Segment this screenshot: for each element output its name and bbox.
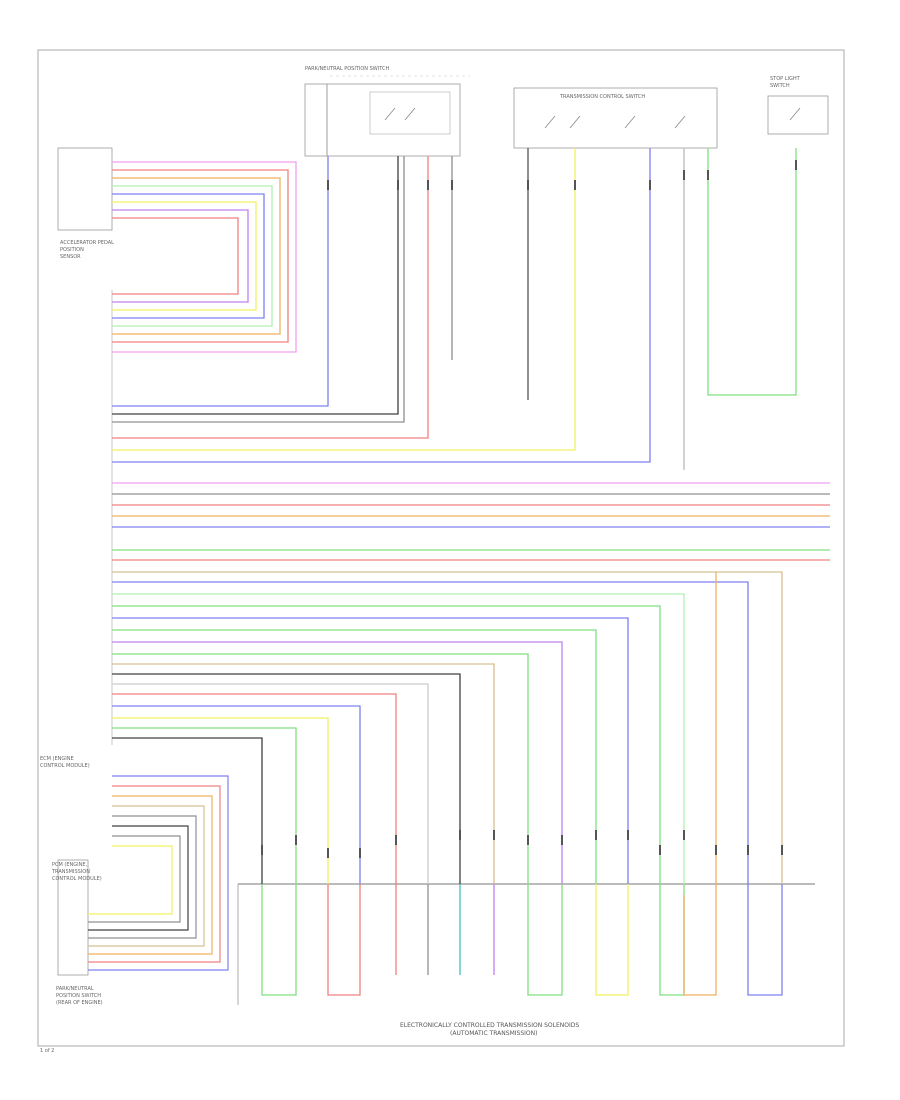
- solenoids: [261, 884, 783, 996]
- transmission-control-switch-label: TRANSMISSION CONTROL SWITCH: [559, 94, 645, 100]
- switch-box: [326, 83, 461, 157]
- bottom-title-line-1: ELECTRONICALLY CONTROLLED TRANSMISSION S…: [400, 1022, 579, 1029]
- top-right-component: [767, 95, 829, 135]
- upper-left-component-label-2: POSITION: [60, 247, 84, 253]
- top-center-component: [304, 83, 328, 157]
- lower-left-component-label-1: PCM (ENGINE,: [52, 862, 88, 868]
- lower-left-component-label-2: TRANSMISSION: [51, 869, 90, 875]
- bottom-left-component-label-3: (REAR OF ENGINE): [56, 1000, 103, 1006]
- terminal-ticks: [261, 160, 797, 858]
- upper-left-component-label-1: ACCELERATOR PEDAL: [60, 240, 114, 246]
- bottom-left-component-label-1: PARK/NEUTRAL: [56, 986, 94, 992]
- top-center-component-label: PARK/NEUTRAL POSITION SWITCH: [305, 66, 389, 72]
- sensor-wires: [112, 161, 297, 353]
- top-right-component-label-1: STOP LIGHT: [770, 76, 801, 82]
- lower-left-component: [57, 859, 89, 976]
- through-wires: [112, 482, 830, 561]
- lower-wires: [88, 775, 229, 971]
- ecm-label-1: ECM (ENGINE: [40, 756, 74, 762]
- top-wires: [112, 148, 797, 470]
- upper-left-component: [57, 147, 113, 231]
- upper-left-component-label-3: SENSOR: [60, 254, 81, 260]
- solenoid-wires: [112, 571, 783, 884]
- top-right-component-label-2: SWITCH: [770, 83, 790, 89]
- bottom-title-line-2: (AUTOMATIC TRANSMISSION): [450, 1030, 537, 1037]
- diagram-frame: [37, 49, 845, 1047]
- transmission-control-switch: [513, 87, 718, 149]
- lower-left-component-label-3: CONTROL MODULE): [52, 876, 102, 882]
- ecm-label-2: CONTROL MODULE): [40, 763, 90, 769]
- bottom-left-component-label-2: POSITION SWITCH: [56, 993, 101, 999]
- page-number: 1 of 2: [40, 1048, 54, 1054]
